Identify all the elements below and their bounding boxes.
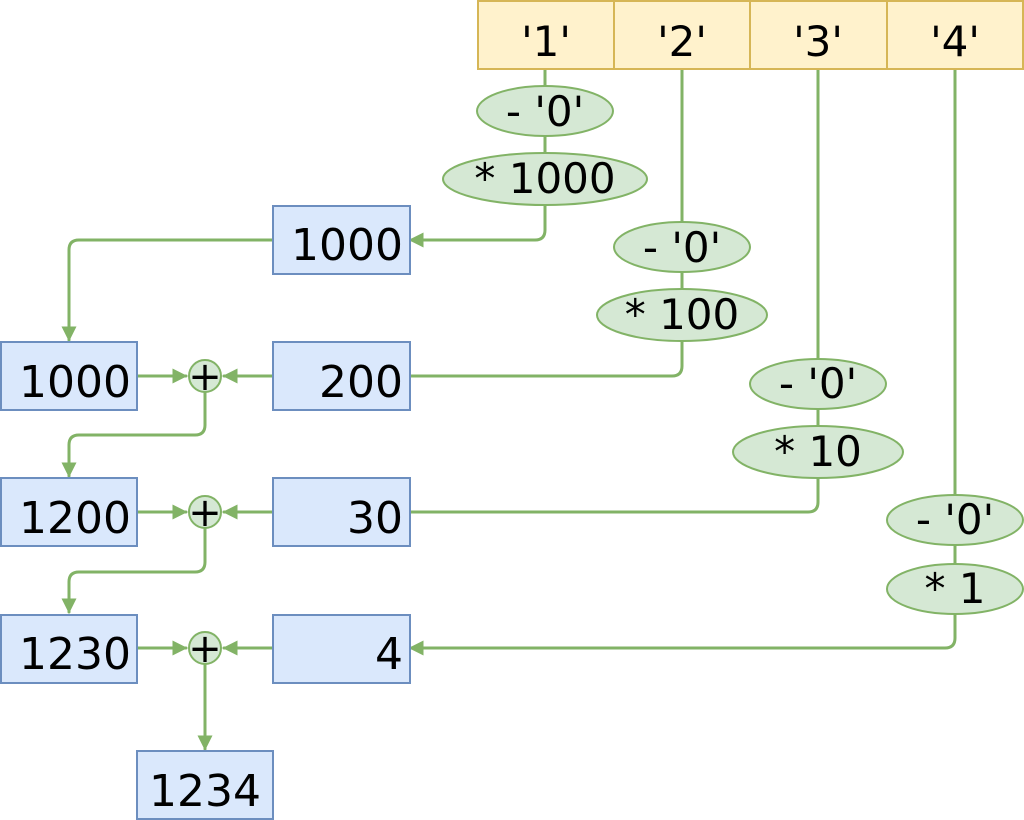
char-cell-3: '3' [749, 0, 888, 70]
subtract-label-3: - '0' [779, 359, 857, 408]
place-value-1: 1000 [291, 220, 403, 271]
subtract-label-4: - '0' [916, 495, 994, 544]
place-values: 1000 200 30 4 [272, 205, 411, 684]
adder-3: + [188, 626, 222, 672]
running-sums: 1000 1200 1230 [0, 341, 138, 684]
adder-1: + [188, 354, 222, 400]
multiply-op-2: * 100 [596, 288, 768, 342]
subtract-op-1: - '0' [476, 85, 614, 137]
multiply-label-4: * 1 [924, 564, 985, 613]
wire-mul3-to-place3 [408, 476, 820, 514]
running-sum-1: 1000 [19, 357, 131, 408]
char-label-2: '2' [657, 17, 707, 66]
multiply-label-2: * 100 [625, 290, 740, 339]
multiply-label-3: * 10 [774, 427, 862, 476]
place-value-3: 30 [347, 493, 403, 544]
result-value: 1234 [149, 766, 261, 817]
wire-mul1-to-place1 [408, 203, 547, 248]
multiply-op-1: * 1000 [442, 152, 648, 206]
place-value-4: 4 [375, 629, 403, 680]
multiply-op-4: * 1 [886, 563, 1024, 615]
adder-plus-icon-1: + [188, 354, 222, 400]
running-sum-2: 1200 [19, 493, 131, 544]
wire-adder2-to-sum3 [61, 527, 207, 614]
multiply-label-1: * 1000 [474, 154, 615, 203]
connectors [61, 67, 957, 751]
subtract-op-3: - '0' [749, 358, 887, 410]
char-label-3: '3' [793, 17, 843, 66]
place-value-box-1: 1000 [272, 205, 411, 275]
place-value-box-4: 4 [272, 614, 411, 684]
subtract-op-2: - '0' [613, 221, 751, 273]
subtract-label-1: - '0' [506, 87, 584, 136]
place-value-box-3: 30 [272, 477, 411, 547]
running-sum-box-3: 1230 [0, 614, 138, 684]
adders: + + + [188, 354, 222, 672]
adder-2: + [188, 490, 222, 536]
subtract-op-4: - '0' [886, 494, 1024, 546]
wire-place1-to-sum1 [61, 238, 275, 342]
char-label-1: '1' [521, 17, 571, 66]
multiply-op-3: * 10 [732, 425, 904, 479]
place-value-2: 200 [319, 357, 403, 408]
subtract-label-2: - '0' [643, 223, 721, 272]
char-label-4: '4' [930, 17, 980, 66]
result-box: 1234 [136, 750, 274, 820]
input-string: '1' '2' '3' '4' [477, 0, 1024, 70]
char-cell-2: '2' [613, 0, 751, 70]
adder-plus-icon-3: + [188, 626, 222, 672]
place-value-box-2: 200 [272, 341, 411, 411]
char-cell-4: '4' [886, 0, 1024, 70]
wire-adder1-to-sum2 [61, 391, 207, 478]
wire-mul2-to-place2 [408, 339, 684, 378]
running-sum-box-1: 1000 [0, 341, 138, 411]
adder-plus-icon-2: + [188, 490, 222, 536]
running-sum-3: 1230 [19, 629, 131, 680]
char-cell-1: '1' [477, 0, 615, 70]
running-sum-box-2: 1200 [0, 477, 138, 547]
wire-mul4-to-place4 [408, 612, 957, 656]
operations: - '0' * 1000 - '0' * 100 - '0' * 10 - '0… [442, 85, 1024, 615]
